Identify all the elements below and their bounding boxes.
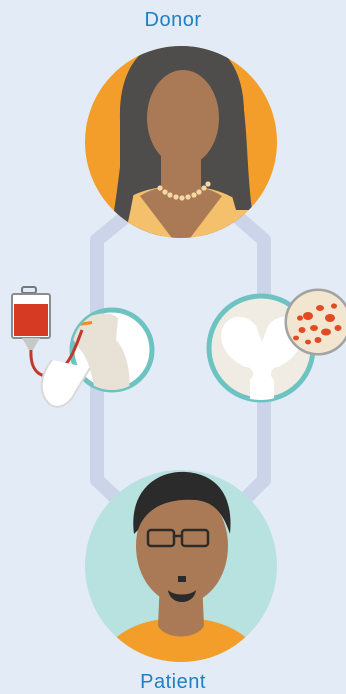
- patient-avatar: [85, 470, 277, 680]
- bone-marrow-icon: [286, 290, 346, 354]
